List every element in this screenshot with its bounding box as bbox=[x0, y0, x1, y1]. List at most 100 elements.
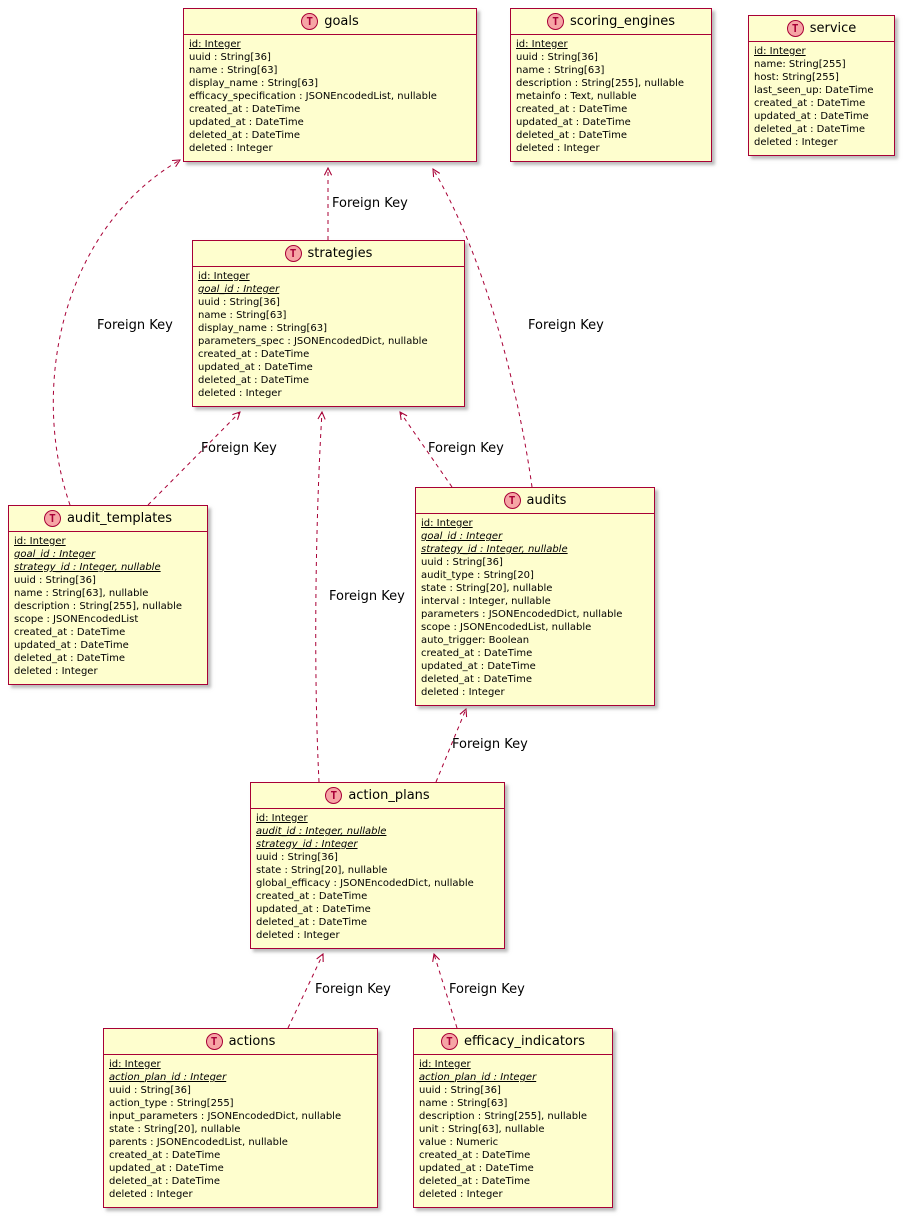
field-row: description : String[255], nullable bbox=[419, 1111, 588, 1122]
table-spot-icon: T bbox=[284, 245, 302, 262]
field-row: uuid : String[36] bbox=[421, 557, 503, 568]
table-spot-icon: T bbox=[301, 13, 319, 30]
field-row: uuid : String[36] bbox=[516, 52, 598, 63]
table-name: action_plans bbox=[348, 788, 430, 803]
field-row: id: Integer bbox=[421, 518, 473, 529]
field-row: metainfo : Text, nullable bbox=[516, 91, 637, 102]
field-row: goal_id : Integer bbox=[421, 531, 503, 542]
field-row: deleted : Integer bbox=[14, 666, 98, 677]
field-row: scope : JSONEncodedList bbox=[14, 614, 139, 625]
field-row: created_at : DateTime bbox=[109, 1150, 221, 1161]
field-row: parameters_spec : JSONEncodedDict, nulla… bbox=[198, 336, 428, 347]
field-row: name : String[63], nullable bbox=[14, 588, 149, 599]
table-name: actions bbox=[228, 1034, 276, 1049]
field-row: action_type : String[255] bbox=[109, 1098, 234, 1109]
field-row: id: Integer bbox=[754, 46, 806, 57]
table-spot-icon: T bbox=[325, 787, 343, 804]
field-row: global_efficacy : JSONEncodedDict, nulla… bbox=[256, 878, 474, 889]
field-row: name : String[63] bbox=[189, 65, 278, 76]
table-name: strategies bbox=[307, 246, 373, 261]
relation-label: Foreign Key bbox=[97, 318, 173, 333]
field-row: id: Integer bbox=[14, 536, 66, 547]
field-row: deleted_at : DateTime bbox=[198, 375, 310, 386]
relation-audit_templates-to-strategies bbox=[147, 412, 240, 506]
field-row: audit_id : Integer, nullable bbox=[256, 826, 387, 837]
field-row: deleted_at : DateTime bbox=[189, 130, 301, 141]
field-row: updated_at : DateTime bbox=[421, 661, 536, 672]
relation-label: Foreign Key bbox=[449, 982, 525, 997]
table-spot-icon: T bbox=[547, 13, 565, 30]
field-row: deleted_at : DateTime bbox=[754, 124, 866, 135]
field-row: updated_at : DateTime bbox=[14, 640, 129, 651]
field-row: deleted_at : DateTime bbox=[421, 674, 533, 685]
field-row: strategy_id : Integer bbox=[256, 839, 358, 850]
field-row: name : String[63] bbox=[419, 1098, 508, 1109]
table-name: goals bbox=[324, 14, 359, 29]
table-spot-icon: T bbox=[503, 492, 521, 509]
field-row: scope : JSONEncodedList, nullable bbox=[421, 622, 592, 633]
field-row: created_at : DateTime bbox=[189, 104, 301, 115]
table-name: scoring_engines bbox=[570, 14, 675, 29]
table-name: efficacy_indicators bbox=[463, 1034, 586, 1049]
field-row: state : String[20], nullable bbox=[109, 1124, 241, 1135]
table-spot-icon: T bbox=[440, 1033, 458, 1050]
field-row: id: Integer bbox=[419, 1059, 471, 1070]
field-row: name : String[63] bbox=[198, 310, 287, 321]
field-row: updated_at : DateTime bbox=[109, 1163, 224, 1174]
field-row: created_at : DateTime bbox=[14, 627, 126, 638]
field-row: id: Integer bbox=[516, 39, 568, 50]
field-row: unit : String[63], nullable bbox=[419, 1124, 545, 1135]
field-row: deleted : Integer bbox=[421, 687, 505, 698]
field-row: created_at : DateTime bbox=[516, 104, 628, 115]
field-row: goal_id : Integer bbox=[14, 549, 96, 560]
relation-label: Foreign Key bbox=[528, 318, 604, 333]
relation-audit_templates-to-goals bbox=[52, 160, 180, 506]
field-row: uuid : String[36] bbox=[189, 52, 271, 63]
field-row: updated_at : DateTime bbox=[419, 1163, 534, 1174]
field-row: parameters : JSONEncodedDict, nullable bbox=[421, 609, 623, 620]
field-row: uuid : String[36] bbox=[256, 852, 338, 863]
field-row: deleted : Integer bbox=[256, 930, 340, 941]
field-row: interval : Integer, nullable bbox=[421, 596, 551, 607]
field-row: state : String[20], nullable bbox=[256, 865, 388, 876]
field-row: updated_at : DateTime bbox=[516, 117, 631, 128]
table-name: service bbox=[809, 21, 857, 36]
field-row: strategy_id : Integer, nullable bbox=[14, 562, 161, 573]
field-row: last_seen_up: DateTime bbox=[754, 85, 874, 96]
field-row: deleted : Integer bbox=[516, 143, 600, 154]
relation-label: Foreign Key bbox=[332, 196, 408, 211]
field-row: uuid : String[36] bbox=[419, 1085, 501, 1096]
table-name: audits bbox=[526, 493, 567, 508]
relation-label: Foreign Key bbox=[428, 441, 504, 456]
relation-label: Foreign Key bbox=[329, 589, 405, 604]
table-fields: id: Integer goal_id : Integer strategy_id … bbox=[9, 532, 207, 684]
field-row: action_plan_id : Integer bbox=[419, 1072, 537, 1083]
field-row: deleted_at : DateTime bbox=[419, 1176, 531, 1187]
field-row: created_at : DateTime bbox=[421, 648, 533, 659]
field-row: deleted_at : DateTime bbox=[516, 130, 628, 141]
field-row: created_at : DateTime bbox=[419, 1150, 531, 1161]
table-fields: id: Integer action_plan_id : Integer uuid … bbox=[414, 1055, 612, 1207]
field-row: uuid : String[36] bbox=[14, 575, 96, 586]
relation-action_plans-to-strategies bbox=[315, 412, 322, 783]
field-row: value : Numeric bbox=[419, 1137, 499, 1148]
